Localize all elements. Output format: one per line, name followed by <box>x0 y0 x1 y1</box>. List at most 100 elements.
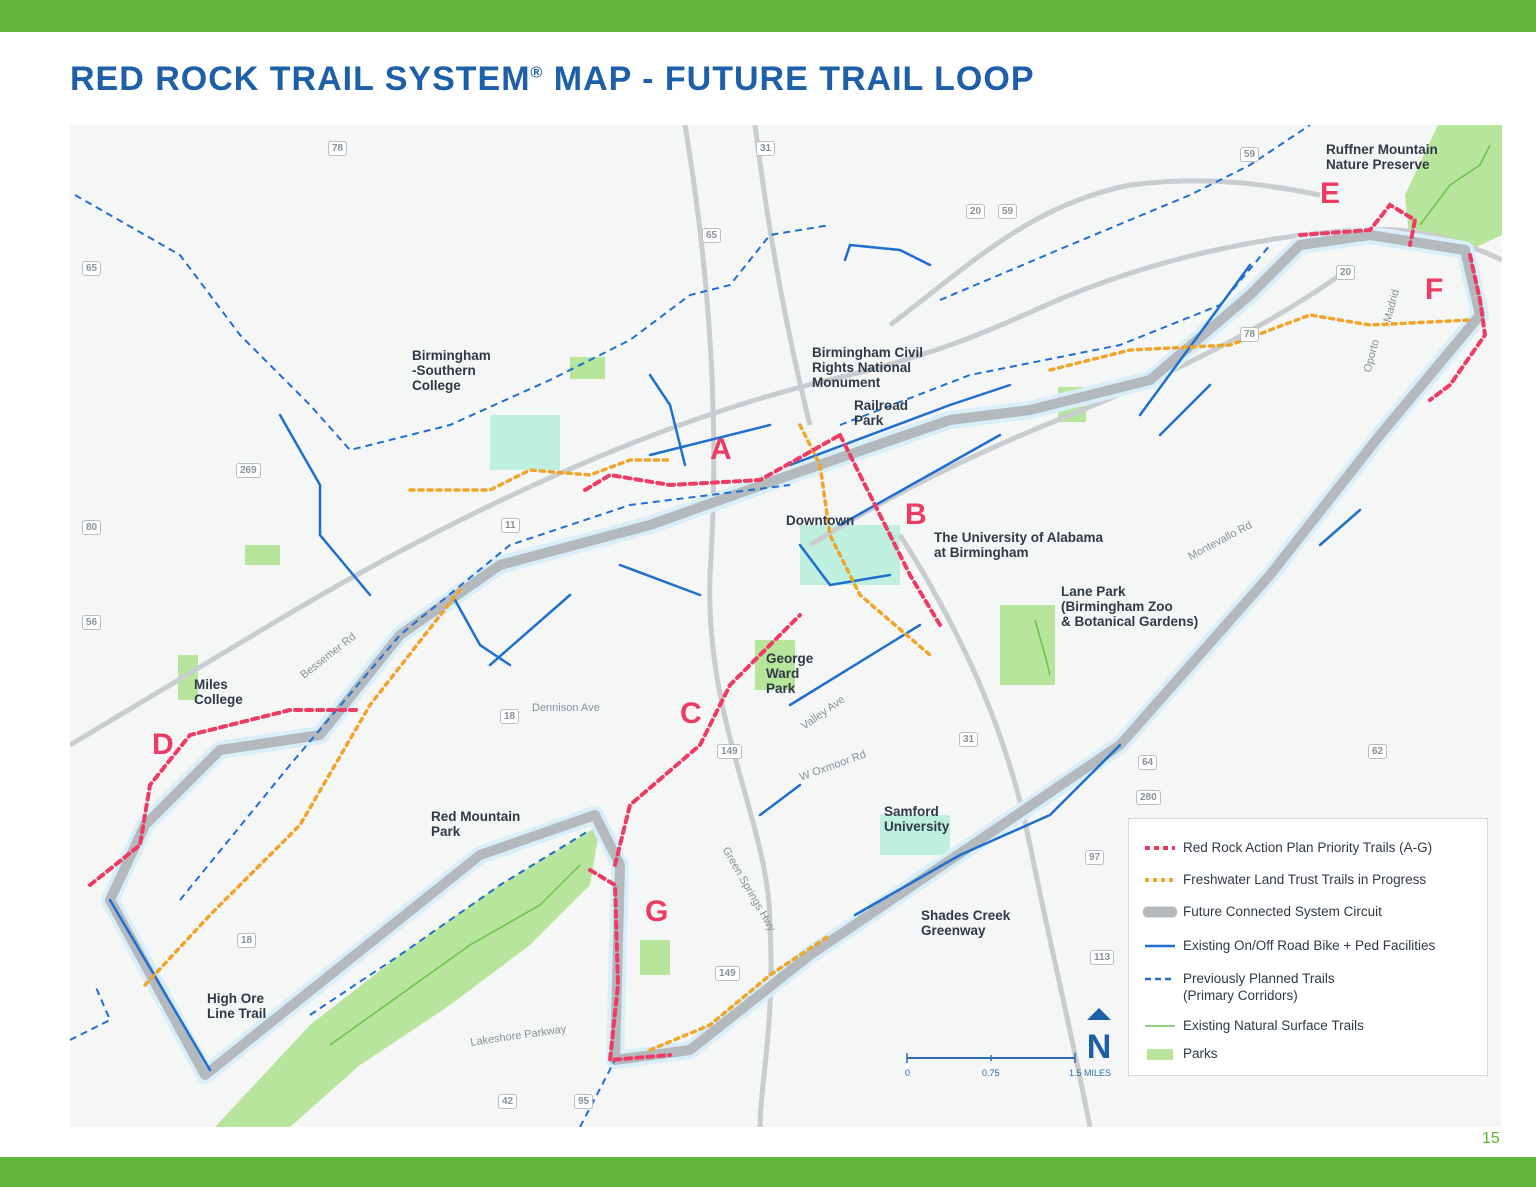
priority-A <box>583 433 842 492</box>
legend-planned: Previously Planned Trails (Primary Corri… <box>1143 970 1483 1006</box>
shield-20: 20 <box>966 204 986 219</box>
hwy31 <box>752 125 813 426</box>
circuit-swatch <box>1143 906 1177 918</box>
scale-label-15: 1.5 MILES <box>1069 1068 1112 1078</box>
ex-east-1 <box>1158 383 1212 437</box>
ex-east-3 <box>1138 263 1252 417</box>
ex-shades <box>853 743 1122 917</box>
shield-78: 78 <box>328 141 348 156</box>
road-dennison: Dennison Ave <box>532 702 600 714</box>
i20 <box>808 272 1342 548</box>
i280 <box>897 533 1093 1127</box>
natural-trails <box>329 144 1491 1046</box>
legend-natural-text: Existing Natural Surface Trails <box>1183 1018 1364 1033</box>
priority-swatch <box>1145 846 1175 850</box>
shield-95: 95 <box>574 1094 594 1109</box>
segment-b-label: B <box>905 498 927 531</box>
park-nw <box>245 545 280 565</box>
legend-natural: Existing Natural Surface Trails <box>1143 1017 1483 1041</box>
ex-downtown-7 <box>798 543 892 587</box>
fw-highore <box>143 588 462 987</box>
label-high-ore: High Ore Line Trail <box>207 991 267 1021</box>
label-george-ward: George Ward Park <box>766 651 814 696</box>
ex-north-1 <box>843 243 932 267</box>
legend-existing: Existing On/Off Road Bike + Ped Faciliti… <box>1143 937 1483 961</box>
ne-road <box>888 178 1321 327</box>
page-title: RED ROCK TRAIL SYSTEM® MAP - FUTURE TRAI… <box>70 60 1035 98</box>
shield-18: 18 <box>500 709 520 724</box>
ex-south-2 <box>758 783 802 817</box>
planned-nw <box>74 194 831 452</box>
shield-11: 11 <box>501 518 520 533</box>
segment-a-label: A <box>710 433 732 466</box>
shield-65w: 65 <box>82 261 102 276</box>
map-graphics <box>70 125 1502 1127</box>
shield-62: 62 <box>1368 744 1388 759</box>
shield-56: 56 <box>82 615 102 630</box>
existing-facilities <box>108 243 1362 1072</box>
freshwater-trails <box>143 313 1472 1052</box>
north-arrow: N <box>1083 1008 1115 1066</box>
fw-south <box>648 933 832 1052</box>
planned-red-mtn <box>309 829 591 1016</box>
shield-20e: 20 <box>1336 265 1356 280</box>
legend-parks-text: Parks <box>1183 1046 1218 1061</box>
label-samford: Samford University <box>884 804 950 834</box>
fw-north <box>408 458 672 492</box>
label-ruffner: Ruffner Mountain Nature Preserve <box>1326 142 1438 172</box>
legend-freshwater: Freshwater Land Trust Trails in Progress <box>1143 871 1483 895</box>
future-circuit <box>101 226 1489 1084</box>
i65 <box>682 125 774 1127</box>
shield-97: 97 <box>1085 850 1105 865</box>
legend-planned-text: Previously Planned Trails (Primary Corri… <box>1183 971 1335 1003</box>
ex-downtown-2 <box>648 423 772 457</box>
park-w <box>570 357 605 379</box>
ex-east-2 <box>1318 508 1362 547</box>
parks <box>178 125 1502 1127</box>
shield-80: 80 <box>82 520 102 535</box>
priority-D <box>88 708 362 887</box>
bottom-band <box>0 1157 1536 1187</box>
label-bsc: Birmingham -Southern College <box>412 348 491 393</box>
priority-C <box>613 613 802 867</box>
bsc-park <box>490 415 560 470</box>
circuit-line <box>105 230 1485 1080</box>
shield-78e: 78 <box>1240 327 1260 342</box>
label-downtown: Downtown <box>786 513 855 528</box>
planned-south <box>579 1059 616 1127</box>
ex-downtown-6 <box>488 593 572 667</box>
trail-map[interactable]: A B C D E F G Ruffner Mountain Nature Pr… <box>70 125 1502 1127</box>
george-ward-park <box>755 640 795 690</box>
segment-c-label: C <box>680 697 702 730</box>
legend-circuit: Future Connected System Circuit <box>1143 903 1483 927</box>
ex-downtown-1 <box>648 373 687 467</box>
shield-42: 42 <box>498 1094 518 1109</box>
shield-113: 113 <box>1090 950 1115 965</box>
page-number: 15 <box>1482 1130 1500 1147</box>
shield-59b: 59 <box>998 204 1018 219</box>
shield-65: 65 <box>702 228 722 243</box>
ex-downtown-5 <box>618 563 702 597</box>
label-red-mountain: Red Mountain Park <box>431 809 521 839</box>
ex-highore <box>108 898 212 1072</box>
shield-31: 31 <box>756 141 776 156</box>
segment-g-label: G <box>645 895 669 928</box>
legend-parks: Parks <box>1143 1045 1483 1069</box>
fw-east <box>1048 313 1472 372</box>
shield-31s: 31 <box>959 732 979 747</box>
label-uab: The University of Alabama at Birmingham <box>934 530 1104 560</box>
freshwater-swatch <box>1145 878 1175 882</box>
label-railroad-park: Railroad Park <box>854 398 909 428</box>
miles-park <box>178 655 198 700</box>
scale-bar: 0 0.75 1.5 MILES <box>905 1052 1115 1082</box>
priority-E <box>1298 202 1418 247</box>
planned-main <box>179 484 791 901</box>
label-shades-creek: Shades Creek Greenway <box>921 908 1011 938</box>
map-legend: Red Rock Action Plan Priority Trails (A-… <box>1128 818 1488 1076</box>
planned-sw <box>70 984 112 1041</box>
legend-circuit-text: Future Connected System Circuit <box>1183 904 1382 919</box>
legend-priority-text: Red Rock Action Plan Priority Trails (A-… <box>1183 840 1433 855</box>
label-miles-college: Miles College <box>194 677 243 707</box>
shield-149: 149 <box>717 744 742 759</box>
existing-swatch <box>1145 944 1175 948</box>
